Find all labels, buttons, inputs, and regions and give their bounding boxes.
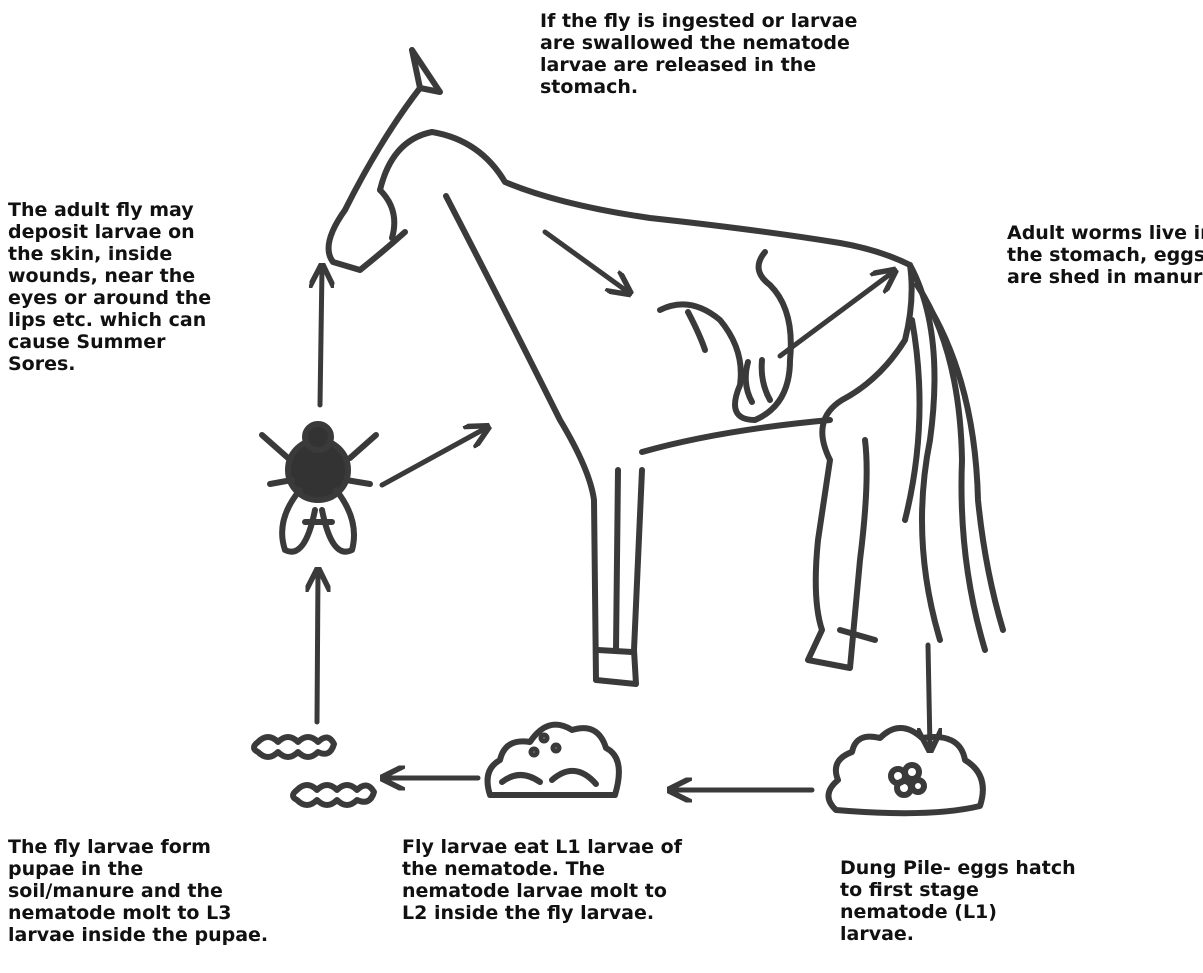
fly-icon	[262, 424, 376, 552]
caption-line: the nematode. The	[402, 858, 682, 880]
caption-line: If the fly is ingested or larvae	[540, 10, 857, 32]
caption-stomach-release: If the fly is ingested or larvae are swa…	[540, 10, 857, 98]
horse-icon	[329, 50, 1003, 684]
caption-line: eyes or around the	[8, 287, 211, 309]
arrow-icon	[317, 572, 318, 722]
arrow-icon	[320, 268, 322, 405]
caption-line: Dung Pile- eggs hatch	[840, 857, 1076, 879]
caption-line: nematode (L1)	[840, 901, 1076, 923]
caption-line: larvae inside the pupae.	[8, 924, 268, 946]
caption-dung-pile: Dung Pile- eggs hatch to first stage nem…	[840, 857, 1076, 945]
caption-fly-larvae: Fly larvae eat L1 larvae of the nematode…	[402, 836, 682, 924]
caption-pupae: The fly larvae form pupae in the soil/ma…	[8, 836, 268, 946]
caption-line: the skin, inside	[8, 243, 211, 265]
caption-line: deposit larvae on	[8, 221, 211, 243]
arrow-icon	[382, 428, 486, 485]
caption-line: larvae.	[840, 923, 1076, 945]
caption-fly-deposit: The adult fly may deposit larvae on the …	[8, 199, 211, 375]
eggs-icon	[891, 765, 924, 795]
caption-line: Adult worms live in	[1007, 222, 1203, 244]
stomach-icon	[660, 252, 791, 420]
caption-line: stomach.	[540, 76, 857, 98]
pupae-icon	[254, 737, 374, 805]
fly-larvae-icon	[488, 725, 619, 795]
caption-line: larvae are released in the	[540, 54, 857, 76]
caption-line: pupae in the	[8, 858, 268, 880]
caption-adult-worms: Adult worms live in the stomach, eggs ar…	[1007, 222, 1203, 288]
caption-line: The fly larvae form	[8, 836, 268, 858]
caption-line: L2 inside the fly larvae.	[402, 902, 682, 924]
caption-line: cause Summer	[8, 331, 211, 353]
caption-line: lips etc. which can	[8, 309, 211, 331]
caption-line: Fly larvae eat L1 larvae of	[402, 836, 682, 858]
caption-line: nematode larvae molt to	[402, 880, 682, 902]
caption-line: nematode molt to L3	[8, 902, 268, 924]
caption-line: Sores.	[8, 353, 211, 375]
arrow-icon	[928, 645, 930, 748]
caption-line: are shed in manure.	[1007, 266, 1203, 288]
caption-line: the stomach, eggs	[1007, 244, 1203, 266]
caption-line: The adult fly may	[8, 199, 211, 221]
caption-line: soil/manure and the	[8, 880, 268, 902]
caption-line: to first stage	[840, 879, 1076, 901]
caption-line: are swallowed the nematode	[540, 32, 857, 54]
caption-line: wounds, near the	[8, 265, 211, 287]
arrow-icon	[545, 232, 628, 292]
arrow-icon	[780, 272, 893, 356]
